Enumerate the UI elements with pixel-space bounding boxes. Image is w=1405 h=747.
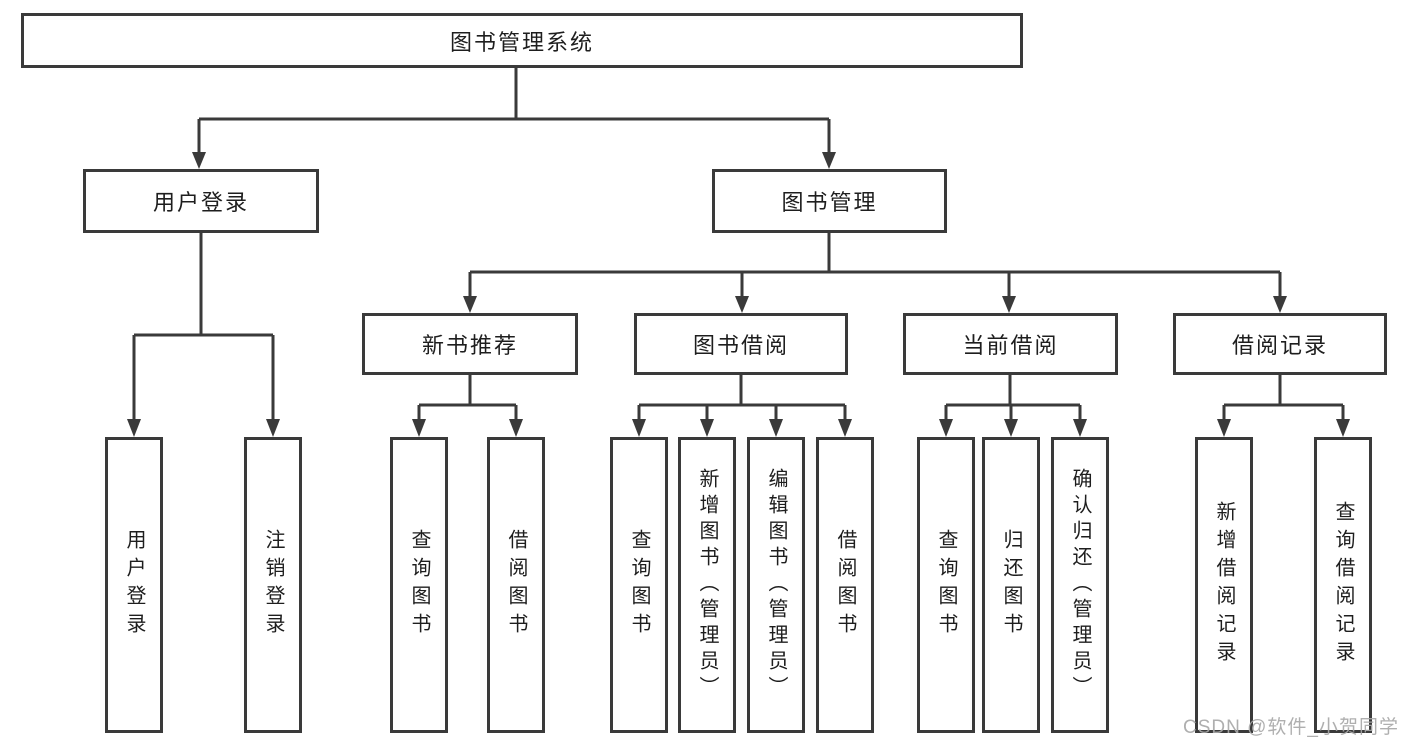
connector-user-to-leaves <box>132 233 275 420</box>
node-library-management-system: 图书管理系统 <box>21 13 1023 68</box>
leaf-recommend-borrow-books: 借阅图书 <box>487 437 545 733</box>
leaf-borrow-query-books: 查询图书 <box>610 437 668 733</box>
leaf-records-add-record: 新增借阅记录 <box>1195 437 1253 733</box>
arrowheads-level3 <box>463 296 1287 313</box>
leaf-current-return-books: 归还图书 <box>982 437 1040 733</box>
leaf-current-confirm-return-admin: 确认归还（管理员） <box>1051 437 1109 733</box>
connector-recommend-to-leaves <box>417 375 518 420</box>
arrowheads-level2 <box>192 152 836 169</box>
leaf-records-query-record: 查询借阅记录 <box>1314 437 1372 733</box>
leaf-borrow-borrow-books: 借阅图书 <box>816 437 874 733</box>
node-new-book-recommend: 新书推荐 <box>362 313 578 375</box>
connector-mgmt-to-level3 <box>468 233 1282 297</box>
node-book-borrow: 图书借阅 <box>634 313 848 375</box>
connector-records-to-leaves <box>1222 375 1345 420</box>
arrowheads-borrow-leaves <box>632 419 852 437</box>
node-current-borrow: 当前借阅 <box>903 313 1118 375</box>
connector-current-to-leaves <box>944 375 1082 420</box>
node-borrow-records: 借阅记录 <box>1173 313 1387 375</box>
node-user-login-group: 用户登录 <box>83 169 319 233</box>
leaf-user-login: 用户登录 <box>105 437 163 733</box>
arrowheads-recommend-leaves <box>412 419 523 437</box>
connector-borrow-to-leaves <box>637 375 847 420</box>
arrowheads-user-leaves <box>127 419 280 437</box>
arrowheads-current-leaves <box>939 419 1087 437</box>
arrowheads-records-leaves <box>1217 419 1350 437</box>
leaf-current-query-books: 查询图书 <box>917 437 975 733</box>
leaf-logout: 注销登录 <box>244 437 302 733</box>
leaf-borrow-add-books-admin: 新增图书（管理员） <box>678 437 736 733</box>
node-book-management: 图书管理 <box>712 169 947 233</box>
csdn-watermark: CSDN @软件_小贺同学 <box>1183 717 1399 738</box>
leaf-recommend-query-books: 查询图书 <box>390 437 448 733</box>
leaf-borrow-edit-books-admin: 编辑图书（管理员） <box>747 437 805 733</box>
